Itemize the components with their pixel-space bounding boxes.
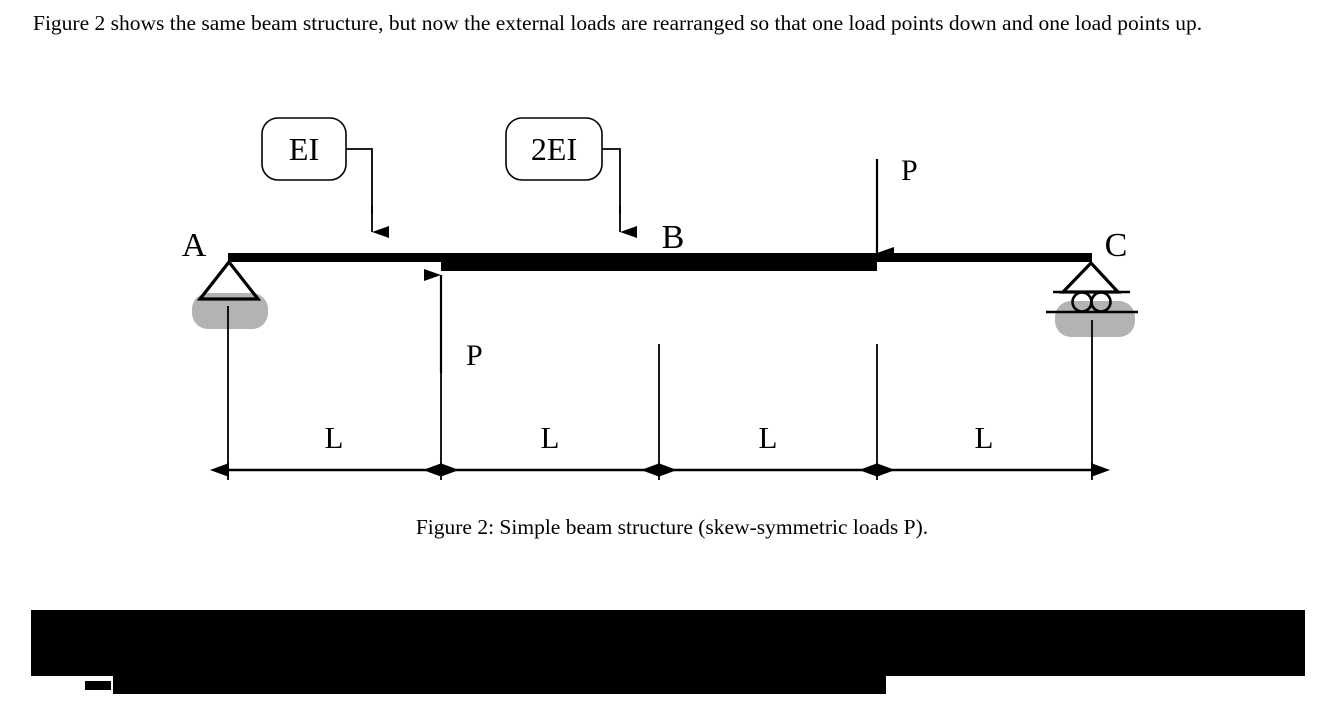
beam-diagram-svg: EI 2EI A B C P P: [182, 117, 1138, 480]
support-c-triangle: [1059, 260, 1122, 294]
beam-segment-left: [228, 253, 441, 262]
load-up-p: P: [424, 269, 483, 373]
redaction-bar-primary: [31, 610, 1305, 676]
label-a: A: [182, 227, 207, 264]
load-up-label: P: [466, 339, 483, 372]
beam-segment-right: [877, 253, 1092, 262]
span-label-2: L: [541, 420, 560, 455]
redaction-bar-dash: [85, 681, 111, 690]
callout-ei: EI: [261, 117, 389, 238]
label-b: B: [662, 219, 685, 256]
load-down-label: P: [901, 154, 918, 187]
label-c: C: [1105, 227, 1128, 264]
beam-segment-middle: [441, 253, 877, 271]
beam-member: [228, 253, 1092, 271]
span-label-3: L: [759, 420, 778, 455]
dimension-extension-lines: [227, 306, 1093, 480]
twoei-leader-line: [602, 148, 621, 214]
callout-2ei: 2EI: [505, 117, 637, 238]
redaction-bar-secondary: [113, 672, 886, 694]
support-a-pin: [192, 259, 268, 329]
support-a-base: [192, 293, 268, 329]
support-a-triangle: [196, 259, 262, 301]
ei-leader-line: [346, 148, 373, 214]
intro-paragraph: Figure 2 shows the same beam structure, …: [33, 11, 1203, 35]
span-label-4: L: [975, 420, 994, 455]
support-c-base: [1055, 301, 1135, 337]
span-label-1: L: [325, 420, 344, 455]
twoei-label-text: 2EI: [531, 131, 577, 167]
support-c-roller: [1046, 260, 1138, 337]
ei-label-text: EI: [289, 131, 319, 167]
figure-caption: Figure 2: Simple beam structure (skew-sy…: [415, 515, 929, 539]
beam-figure: EI 2EI A B C P P: [0, 96, 1344, 506]
load-down-p: P: [875, 154, 918, 259]
